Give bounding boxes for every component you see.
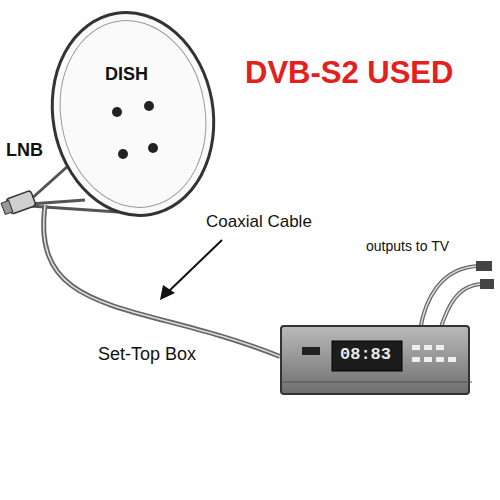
lnb-symbol xyxy=(0,190,36,216)
lnb-label: LNB xyxy=(4,140,45,161)
set-top-box: 08:83 xyxy=(280,325,470,395)
output-label: outputs to TV xyxy=(364,238,451,254)
display-readout: 08:83 xyxy=(340,345,391,364)
tv-output-cables xyxy=(420,261,494,330)
cable-label: Coaxial Cable xyxy=(204,212,314,232)
satellite-dish: DISH xyxy=(45,8,220,220)
box-label: Set-Top Box xyxy=(96,344,198,365)
callout-arrow xyxy=(160,240,222,300)
dish-label: DISH xyxy=(105,64,148,85)
diagram-title: DVB-S2 USED xyxy=(245,55,453,91)
dish-outline xyxy=(45,8,220,220)
